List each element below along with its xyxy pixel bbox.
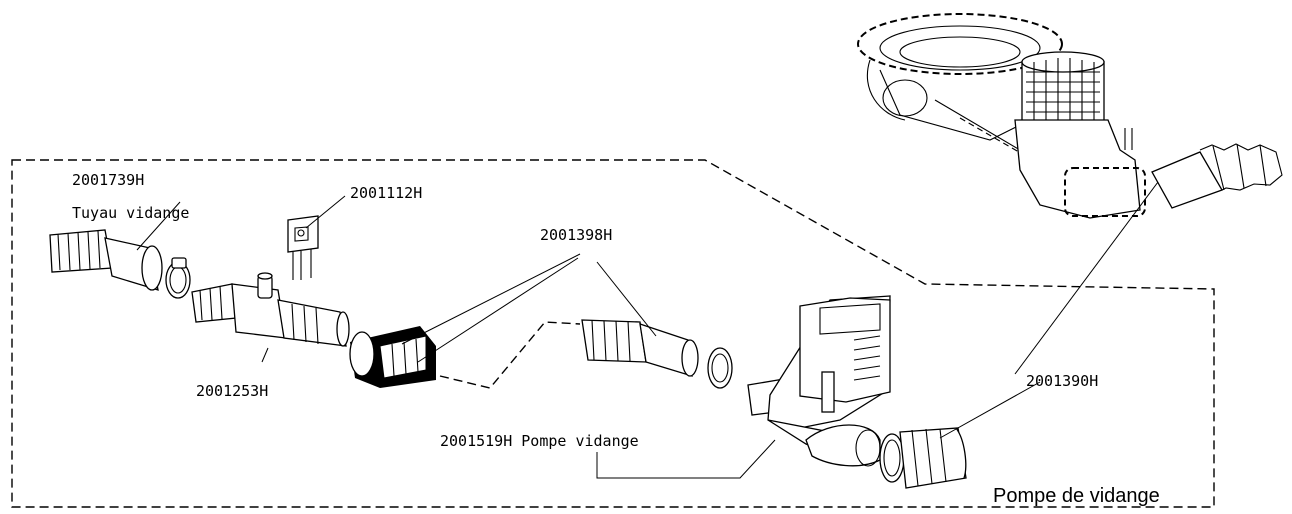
label-2001398h: 2001398H: [540, 226, 612, 244]
leader-lines: [136, 181, 1159, 479]
label-2001112h: 2001112H: [350, 184, 422, 202]
label-2001739h: 2001739H: [72, 171, 144, 189]
label-2001519h-pompe-vidange: 2001519H Pompe vidange: [440, 432, 639, 450]
clamp-and-hose-part: [349, 326, 436, 388]
sump-housing-illustration: [857, 13, 1283, 219]
retaining-clip-part: [287, 215, 319, 280]
pump-outlet-hose-part: [879, 427, 967, 489]
connection-dash: [439, 321, 581, 389]
drain-pump-part: [747, 295, 891, 467]
drain-hose-part: [49, 229, 191, 299]
group-outline: [11, 159, 1215, 508]
label-2001390h: 2001390H: [1026, 372, 1098, 390]
label-tuyau-vidange: Tuyau vidange: [72, 204, 189, 222]
pump-inlet-hose-part: [581, 319, 733, 389]
group-title: Pompe de vidange: [993, 485, 1160, 507]
label-2001253h: 2001253H: [196, 382, 268, 400]
non-return-valve-part: [191, 272, 350, 347]
